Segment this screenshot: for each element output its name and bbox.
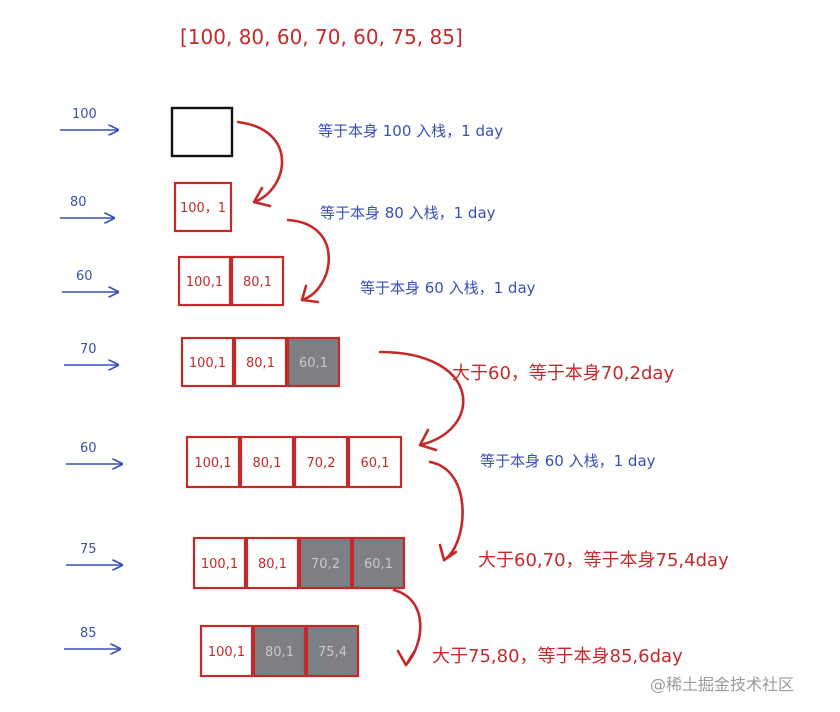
cell-text: 100,1 [189,356,226,371]
input-value-label: 70 [80,342,97,357]
cell-text: 100,1 [186,275,223,290]
cell-text: 80,1 [243,275,272,290]
input-value-label: 60 [76,269,93,284]
cell-text: 60,1 [361,456,390,471]
cell-text: 75,4 [318,645,347,660]
cell-text: 100，1 [180,201,226,216]
cell-text: 60,1 [364,557,393,572]
stack-cell: 100,1 [177,255,232,307]
stack-cell: 60,1 [347,435,403,489]
transition-arrow-icon [286,218,330,304]
step-row-7: 85 100,1 80,1 75,4 大于75,80，等于本身85,6day [64,624,683,678]
cell-text: 70,2 [307,456,336,471]
stack-cell-popped: 60,1 [286,336,341,388]
stack-cell: 80,1 [245,536,300,590]
transition-arrow-icon [428,460,464,562]
watermark: @稀土掘金技术社区 [650,675,794,694]
stack-cell: 70,2 [293,435,349,489]
transition-arrows [236,120,465,667]
step-note: 等于本身 80 入栈，1 day [320,204,496,222]
step-row-5: 60 100,1 80,1 70,2 60,1 等于本身 60 入栈，1 day [66,435,656,489]
stack-cell: 100,1 [199,624,254,678]
stack-cell-popped: 70,2 [298,536,353,590]
input-value-label: 100 [72,107,97,122]
cell-text: 80,1 [246,356,275,371]
input-value-label: 60 [80,441,97,456]
stack-cell: 80,1 [230,255,285,307]
input-value-label: 80 [70,195,87,210]
empty-stack-box [170,106,234,158]
input-value-label: 85 [80,626,97,641]
cell-text: 100,1 [201,557,238,572]
steps-layer: 100 等于本身 100 入栈，1 day 80 100，1 等于本身 80 入栈，1 … [60,106,729,678]
step-row-1: 100 等于本身 100 入栈，1 day [60,106,503,158]
cell-text: 80,1 [253,456,282,471]
step-note: 等于本身 60 入栈，1 day [360,279,536,297]
stack-cell: 100,1 [185,435,241,489]
cell-text: 100,1 [208,645,245,660]
cell-text: 80,1 [265,645,294,660]
step-note: 等于本身 100 入栈，1 day [318,122,503,140]
stack-cell-popped: 60,1 [351,536,406,590]
step-row-3: 60 100,1 80,1 等于本身 60 入栈，1 day [62,255,536,307]
cell-text: 60,1 [299,356,328,371]
stack-cell: 80,1 [239,435,295,489]
step-note: 大于60，等于本身70,2day [452,363,674,384]
step-note: 大于60,70，等于本身75,4day [478,550,729,571]
stack-cell: 100,1 [192,536,247,590]
step-note: 大于75,80，等于本身85,6day [432,646,683,667]
step-note: 等于本身 60 入栈，1 day [480,452,656,470]
step-row-2: 80 100，1 等于本身 80 入栈，1 day [60,181,496,233]
cell-text: 80,1 [258,557,287,572]
step-row-6: 75 100,1 80,1 70,2 60,1 大于60,70，等于本身75,4day [66,536,729,590]
transition-arrow-icon [236,120,284,208]
cell-text: 70,2 [311,557,340,572]
step-row-4: 70 100,1 80,1 60,1 大于60，等于本身70,2day [64,336,674,388]
stack-cell: 100，1 [173,181,233,233]
input-value-label: 75 [80,542,97,557]
stack-cell: 100,1 [180,336,235,388]
stack-cell-popped: 80,1 [252,624,307,678]
stack-cell-popped: 75,4 [305,624,360,678]
transition-arrow-icon [378,350,465,452]
array-title: [100, 80, 60, 70, 60, 75, 85] [180,25,463,49]
cell-text: 100,1 [194,456,231,471]
transition-arrow-icon [392,588,422,667]
stack-cell: 80,1 [233,336,288,388]
